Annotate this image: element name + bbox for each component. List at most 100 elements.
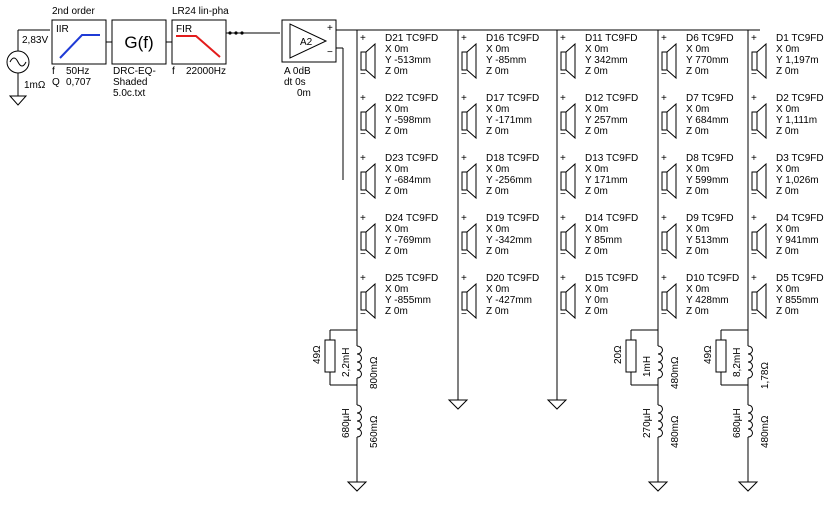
driver-y: Y -427mm	[486, 295, 532, 306]
source-resistance-label: 1mΩ	[24, 80, 46, 91]
driver-x: X 0m	[686, 104, 709, 115]
gf-label: G(f)	[124, 33, 153, 52]
driver-plus-symbol: +	[461, 153, 467, 164]
driver-minus-symbol: −	[461, 189, 467, 200]
inductor-value: 680µH	[341, 408, 352, 438]
driver-minus-symbol: −	[661, 129, 667, 140]
driver-minus-symbol: −	[360, 189, 366, 200]
inductor-value: 680µH	[732, 408, 743, 438]
speaker-icon	[360, 171, 367, 191]
driver-minus-symbol: −	[661, 249, 667, 260]
fir-f-value: 22000Hz	[186, 66, 226, 77]
driver-x: X 0m	[686, 284, 709, 295]
ground-icon	[447, 399, 469, 410]
speaker-cone-icon	[565, 42, 576, 80]
amplifier-block[interactable]: A2 + − A 0dB dt 0s 0m	[281, 19, 337, 99]
speaker-icon	[461, 291, 468, 311]
fir-header: LR24 lin-pha	[172, 6, 229, 17]
driver-minus-symbol: −	[461, 129, 467, 140]
driver-z: Z 0m	[585, 186, 608, 197]
driver-x: X 0m	[776, 284, 799, 295]
driver-x: X 0m	[486, 164, 509, 175]
driver-z: Z 0m	[776, 306, 799, 317]
speaker-cone-icon	[466, 102, 477, 140]
speaker-cone-icon	[756, 162, 767, 200]
driver-y: Y 770mm	[686, 55, 729, 66]
driver-minus-symbol: −	[461, 309, 467, 320]
speaker-cone-icon	[365, 42, 376, 80]
driver-x: X 0m	[385, 164, 408, 175]
speaker-cone-icon	[466, 282, 477, 320]
inductor-symbol	[356, 404, 362, 438]
driver-y: Y -342mm	[486, 235, 532, 246]
gf-file-line3: 5.0c.txt	[113, 88, 145, 99]
driver-z: Z 0m	[385, 66, 408, 77]
driver-plus-symbol: +	[751, 33, 757, 44]
voltage-source[interactable]: 2,83V 1mΩ	[6, 29, 50, 106]
resistor-value: 20Ω	[613, 345, 624, 364]
driver-name: D20 TC9FD	[486, 273, 539, 284]
driver-name: D8 TC9FD	[686, 153, 734, 164]
driver-y: Y -256mm	[486, 175, 532, 186]
resistor-value: 49Ω	[703, 345, 714, 364]
iir-header: 2nd order	[52, 6, 95, 17]
speaker-icon	[661, 171, 668, 191]
driver-y: Y 428mm	[686, 295, 729, 306]
speaker-icon	[560, 51, 567, 71]
driver-plus-symbol: +	[661, 213, 667, 224]
driver-y: Y -171mm	[486, 115, 532, 126]
driver-plus-symbol: +	[461, 93, 467, 104]
speaker-icon	[360, 51, 367, 71]
driver-plus-symbol: +	[360, 93, 366, 104]
gf-eq-block[interactable]: G(f) DRC-EQ- Shaded 5.0c.txt	[111, 19, 167, 99]
inductor-symbol	[657, 345, 663, 379]
driver-x: X 0m	[686, 224, 709, 235]
driver-minus-symbol: −	[360, 309, 366, 320]
driver-x: X 0m	[486, 284, 509, 295]
resistor-symbol	[715, 339, 727, 373]
iir-q-value: 0,707	[66, 77, 91, 88]
driver-plus-symbol: +	[360, 213, 366, 224]
fir-tag: FIR	[176, 24, 192, 35]
driver-name: D16 TC9FD	[486, 33, 539, 44]
speaker-cone-icon	[565, 282, 576, 320]
fir-filter-block[interactable]: LR24 lin-pha FIR f 22000Hz	[171, 6, 229, 77]
speaker-cone-icon	[756, 222, 767, 260]
driver-y: Y 1,197m	[776, 55, 819, 66]
speaker-cone-icon	[565, 162, 576, 200]
speaker-cone-icon	[666, 282, 677, 320]
driver-z: Z 0m	[486, 66, 509, 77]
driver-z: Z 0m	[686, 246, 709, 257]
iir-filter-block[interactable]: 2nd order IIR f 50Hz Q 0,707	[51, 6, 107, 88]
driver-name: D18 TC9FD	[486, 153, 539, 164]
